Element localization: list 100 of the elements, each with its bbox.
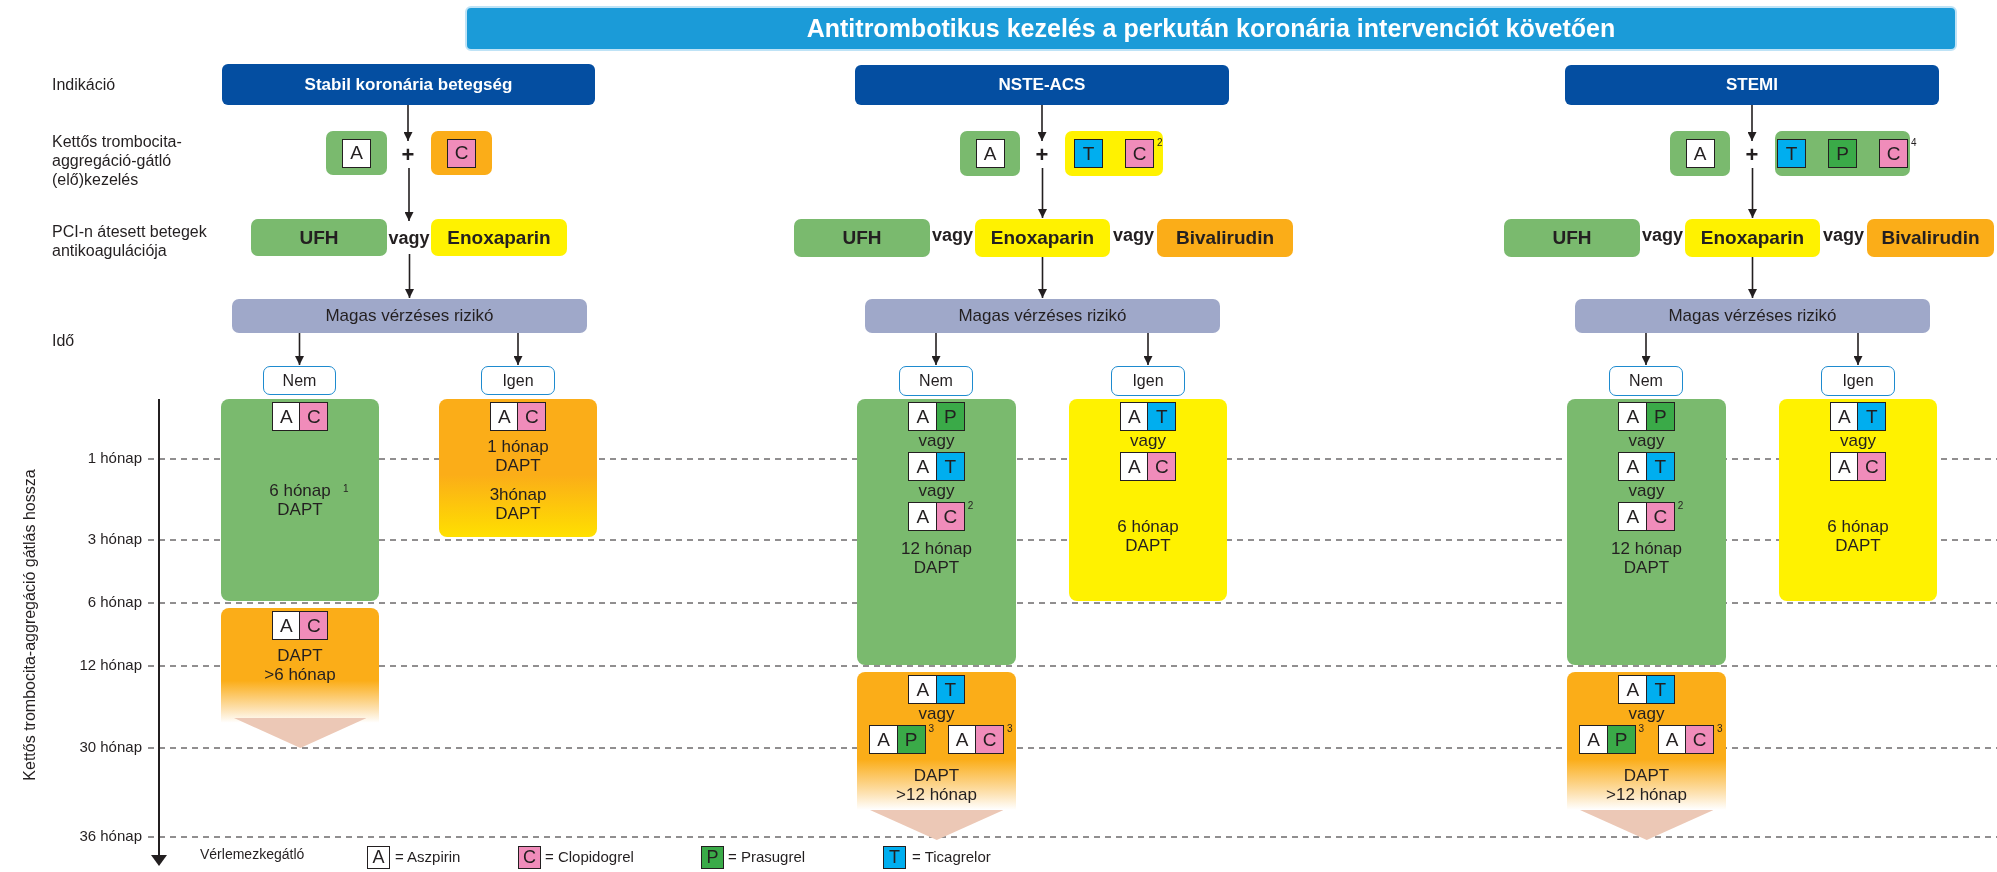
drug-chip: T <box>1777 139 1806 168</box>
bleeding-risk-box: Magas vérzéses rizikó <box>1575 299 1930 333</box>
drug-chip: A <box>1618 402 1648 431</box>
drug-chip: A <box>908 452 938 481</box>
drug-chip: T <box>1857 402 1887 431</box>
drug-box <box>431 131 492 175</box>
indication-header: STEMI <box>1565 65 1939 105</box>
arrow <box>1038 256 1047 299</box>
bleeding-risk-box: Magas vérzéses rizikó <box>865 299 1220 333</box>
regimen-text: DAPT >12 hónap <box>896 766 977 804</box>
legend-swatch: T <box>883 846 906 869</box>
legend-text: = Ticagrelor <box>912 848 991 865</box>
arrow <box>1143 332 1153 366</box>
legend-swatch: A <box>367 846 390 869</box>
decision-option: Nem <box>263 366 336 395</box>
arrow <box>404 167 414 222</box>
drug-chip: A <box>947 725 977 754</box>
drug-box <box>1065 131 1163 176</box>
regimen-text: vagy <box>1628 704 1665 723</box>
or-text: vagy <box>1641 225 1684 246</box>
row-label: Indikáció <box>52 76 117 94</box>
drug-chip: P <box>1606 725 1636 754</box>
bleeding-risk-box: Magas vérzéses rizikó <box>232 299 587 333</box>
arrow <box>1641 332 1651 366</box>
legend-swatch: P <box>701 846 724 869</box>
drug-box <box>960 131 1020 176</box>
drug-chip: C <box>935 502 965 531</box>
drug-chip: A <box>1829 402 1859 431</box>
legend-text: = Clopidogrel <box>545 848 634 865</box>
arrow <box>405 253 414 299</box>
regimen-text: DAPT >6 hónap <box>264 646 336 684</box>
drug-chip: A <box>869 725 898 754</box>
or-text: vagy <box>931 225 974 246</box>
or-text: vagy <box>1822 225 1865 246</box>
indication-header: NSTE-ACS <box>855 65 1229 105</box>
drug-chip: P <box>1828 139 1857 168</box>
regimen-text: vagy <box>918 431 955 450</box>
drug-chip: A <box>908 502 938 531</box>
drug-chip: C <box>975 725 1004 754</box>
drug-chip: A <box>1618 452 1648 481</box>
arrow <box>295 332 304 366</box>
footnote-mark: 2 <box>967 500 974 511</box>
drug-chip: T <box>935 452 965 481</box>
anticoagulant-box: Bivalirudin <box>1157 219 1293 257</box>
drug-chip: T <box>1074 139 1103 168</box>
regimen-box <box>857 399 1016 665</box>
drug-chip: P <box>896 725 926 754</box>
regimen-box <box>1779 399 1937 601</box>
drug-chip: C <box>447 138 476 168</box>
arrow <box>1747 104 1757 142</box>
plus-sign: + <box>1032 142 1052 168</box>
decision-option: Nem <box>899 366 973 396</box>
anticoagulant-box: Enoxaparin <box>1685 219 1820 257</box>
drug-chip: A <box>1618 675 1648 704</box>
legend-text: = Prasugrel <box>728 848 806 865</box>
regimen-text: DAPT >12 hónap <box>1606 766 1687 804</box>
drug-chip: A <box>342 138 371 168</box>
drug-chip: A <box>908 402 938 431</box>
extended-regimen-box <box>1567 672 1726 840</box>
drug-chip: A <box>1618 502 1648 531</box>
arrow <box>1038 167 1047 219</box>
arrow <box>931 332 941 366</box>
drug-chip: A <box>489 402 519 431</box>
drug-chip: C <box>1645 502 1675 531</box>
drug-chip: T <box>1645 452 1675 481</box>
legend-heading: Vérlemezkegátló <box>200 846 306 862</box>
regimen-box <box>1069 399 1227 601</box>
tick-label: 1 hónap <box>86 449 142 466</box>
regimen-box <box>439 399 597 537</box>
tick-label: 36 hónap <box>78 827 142 844</box>
regimen-text: vagy <box>1628 481 1665 500</box>
drug-chip: C <box>517 402 547 431</box>
regimen-box <box>221 399 379 601</box>
regimen-text: vagy <box>1840 431 1876 450</box>
decision-option: Nem <box>1609 366 1683 396</box>
footnote-mark: 3 <box>1007 723 1013 734</box>
regimen-text: vagy <box>918 704 955 723</box>
title-banner: Antitrombotikus kezelés a perkután koronária intervenciót követően <box>465 6 1957 51</box>
arrow <box>403 104 413 142</box>
drug-chip: P <box>1645 402 1675 431</box>
indication-header: Stabil koronária betegség <box>222 64 595 105</box>
regimen-text: 6 hónap DAPT <box>1117 517 1179 555</box>
tick-label: 30 hónap <box>78 738 142 755</box>
anticoagulant-box: UFH <box>251 219 387 256</box>
extended-regimen-box <box>221 608 379 748</box>
footnote-mark: 2 <box>1157 137 1163 148</box>
drug-chip: A <box>908 675 938 704</box>
tick-label: 6 hónap <box>86 593 142 610</box>
drug-chip: C <box>1857 452 1887 481</box>
arrow <box>1853 332 1863 366</box>
or-text: vagy <box>1112 225 1155 246</box>
regimen-text: 6 hónap DAPT <box>1827 517 1889 555</box>
drug-chip: A <box>1685 139 1715 168</box>
tick-label: 3 hónap <box>86 530 142 547</box>
anticoagulant-box: Bivalirudin <box>1867 219 1994 257</box>
anticoagulant-box: UFH <box>1504 219 1640 257</box>
row-label: Kettős trombocita-aggregáció-gátló (elő)kezelés <box>52 132 183 189</box>
footnote-mark: 3 <box>1717 723 1723 734</box>
regimen-text: 3hónap DAPT <box>489 485 547 523</box>
drug-chip: C <box>1685 725 1714 754</box>
